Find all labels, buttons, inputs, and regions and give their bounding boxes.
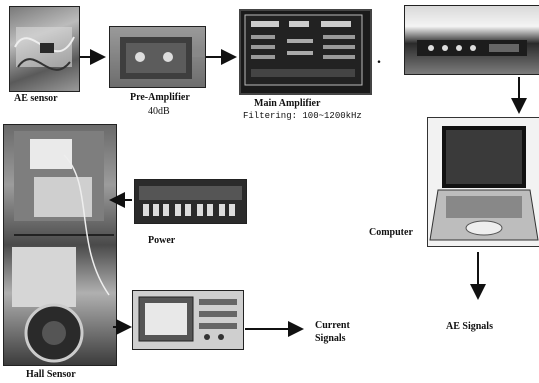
laptop-illustration <box>429 126 539 241</box>
oscilloscope-photo <box>132 290 244 350</box>
pre-amplifier-illustration <box>120 37 205 79</box>
pre-amplifier-gain-label: 40dB <box>148 106 170 117</box>
ae-sensor-photo <box>9 6 80 92</box>
hall-sensor-label: Hall Sensor <box>26 369 76 380</box>
separator-dot: . <box>377 50 381 67</box>
laptop-photo <box>427 117 539 247</box>
pre-amplifier-photo <box>109 26 206 88</box>
computer-label: Computer <box>369 227 413 238</box>
ae-sensor-label: AE sensor <box>14 93 58 104</box>
power-supply-photo <box>134 179 247 224</box>
ae-signals-label: AE Signals <box>446 321 493 332</box>
pre-amplifier-label: Pre-Amplifier <box>130 92 190 103</box>
current-signals-label-line1: Current <box>315 320 350 331</box>
daq-device-illustration <box>417 40 527 56</box>
daq-device-photo <box>404 5 539 75</box>
setup-illustration <box>12 131 114 363</box>
current-signals-label-line2: Signals <box>315 333 346 344</box>
main-amplifier-label: Main Amplifier <box>254 98 321 109</box>
oscilloscope-illustration <box>138 296 237 342</box>
experimental-setup-photo <box>3 124 117 366</box>
power-supply-illustration <box>139 186 242 216</box>
main-amplifier-filter-label: Filtering: 100~1200kHz <box>243 111 362 121</box>
main-amplifier-photo <box>239 9 372 95</box>
ae-sensor-illustration <box>14 27 75 71</box>
main-amplifier-panel <box>244 14 363 86</box>
power-label: Power <box>148 235 176 246</box>
